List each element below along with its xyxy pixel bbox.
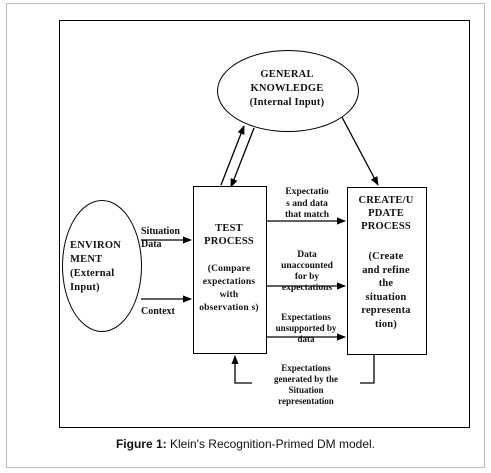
test-process-title: TEST PROCESS (204, 223, 254, 247)
general-knowledge-ellipse (217, 50, 359, 132)
arrow-test-to-knowledge (220, 125, 245, 186)
environment-text: ENVIRON MENT (External Input) (70, 240, 121, 293)
create-update-box (347, 187, 427, 355)
caption-text: Klein's Recognition-Primed DM model. (166, 437, 376, 451)
label-expectations-match: Expectatio s and data that match (284, 187, 330, 220)
environment-ellipse (62, 200, 142, 332)
general-knowledge-text: GENERAL KNOWLEDGE (Internal Input) (249, 69, 325, 108)
create-update-title: CREATE/U PDATE PROCESS (358, 195, 414, 232)
arrow-knowledge-to-test (230, 127, 255, 188)
diagram-border (59, 20, 470, 428)
caption-label: Figure 1: (115, 437, 167, 451)
label-data-unaccounted: Data unaccounted for by expectations (281, 250, 333, 293)
test-process-body: (Compare expectations with observation s… (199, 264, 259, 313)
label-expectations-generated: Expectations generated by the Situation … (252, 363, 360, 407)
create-update-body: (Create and refine the situation represe… (361, 251, 411, 330)
label-expectations-unsupported: Expectations unsupported by data (275, 312, 337, 344)
figure-caption: Figure 1: Klein's Recognition-Primed DM … (0, 437, 491, 451)
test-process-box (193, 186, 267, 354)
label-context: Context (141, 306, 175, 317)
label-situation-data: Situation Data (141, 226, 180, 250)
